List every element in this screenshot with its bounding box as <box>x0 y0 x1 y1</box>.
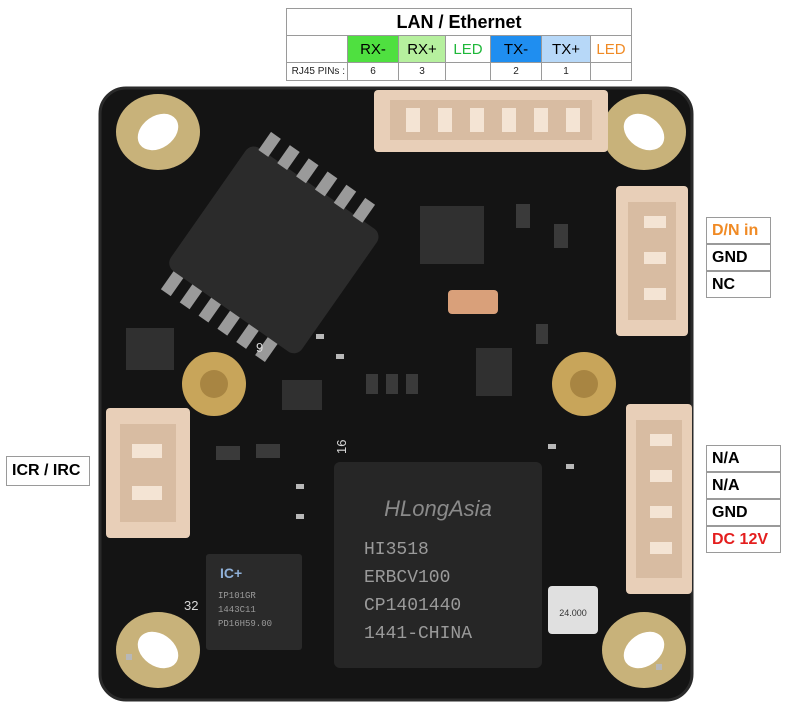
board-illustration: HLongAsia HI3518 ERBCV100 CP1401440 1441… <box>98 86 694 702</box>
lan-pin-led-green <box>445 62 491 81</box>
lan-pin-tx-minus: 2 <box>490 62 542 81</box>
soc-line-1: HI3518 <box>364 540 429 560</box>
lan-signal-led-orange: LED <box>590 35 632 63</box>
lan-pin-led-orange <box>590 62 632 81</box>
silk-32: 32 <box>184 598 198 613</box>
lan-signal-rx-plus: RX+ <box>398 35 446 63</box>
camera-board-photo: HLongAsia HI3518 ERBCV100 CP1401440 1441… <box>96 84 696 704</box>
crystal-oscillator: 24.000 <box>548 586 598 634</box>
ethernet-transformer <box>160 131 379 363</box>
mounting-hole-top-right <box>602 94 686 170</box>
lan-connector <box>374 90 608 152</box>
phy-line-2: 1443C11 <box>218 605 256 615</box>
phy-line-3: PD16H59.00 <box>218 619 272 629</box>
lan-title: LAN / Ethernet <box>286 8 632 36</box>
soc-line-2: ERBCV100 <box>364 568 450 588</box>
icr-irc-label: ICR / IRC <box>6 456 90 486</box>
ceramic-capacitor <box>448 290 498 314</box>
power-connector <box>626 404 692 594</box>
power-gnd-label: GND <box>706 499 781 526</box>
lan-pin-row: RJ45 PINs : 6 3 2 1 <box>286 62 632 81</box>
lan-signal-led-green: LED <box>445 35 491 63</box>
mounting-hole-bottom-right <box>602 612 686 688</box>
power-na-1-label: N/A <box>706 445 781 472</box>
regulator <box>476 348 512 396</box>
lan-signal-tx-minus: TX- <box>490 35 542 63</box>
mounting-hole-bottom-left <box>116 612 200 688</box>
diode-component <box>420 206 484 264</box>
icr-connector <box>106 408 190 538</box>
soc-line-4: 1441-CHINA <box>364 624 472 644</box>
phy-chip: IC+ IP101GR 1443C11 PD16H59.00 <box>206 554 302 650</box>
lan-signal-rx-minus: RX- <box>347 35 399 63</box>
soc-brand: HLongAsia <box>384 496 492 521</box>
lan-signal-tx-plus: TX+ <box>541 35 591 63</box>
silk-9: 9 <box>256 340 263 355</box>
dn-in-label: D/N in <box>706 217 771 244</box>
rj45-pins-label: RJ45 PINs : <box>286 62 348 81</box>
phy-line-1: IP101GR <box>218 591 256 601</box>
dn-nc-label: NC <box>706 271 771 298</box>
lan-pin-rx-minus: 6 <box>347 62 399 81</box>
power-na-2-label: N/A <box>706 472 781 499</box>
lan-pinout-table: LAN / Ethernet RX- RX+ LED TX- TX+ LED R… <box>286 8 632 81</box>
mounting-hole-top-left <box>116 94 200 170</box>
soc-line-3: CP1401440 <box>364 596 461 616</box>
silk-16: 16 <box>334 440 349 454</box>
dn-gnd-label: GND <box>706 244 771 271</box>
power-dc12v-label: DC 12V <box>706 526 781 553</box>
lan-signal-row: RX- RX+ LED TX- TX+ LED <box>286 35 632 63</box>
crystal-label: 24.000 <box>559 608 587 618</box>
lan-pin-rx-plus: 3 <box>398 62 446 81</box>
lan-pin-tx-plus: 1 <box>541 62 591 81</box>
phy-logo: IC+ <box>220 565 242 581</box>
dn-connector <box>616 186 688 336</box>
small-ic <box>126 328 174 370</box>
soc-chip: HLongAsia HI3518 ERBCV100 CP1401440 1441… <box>334 462 542 668</box>
